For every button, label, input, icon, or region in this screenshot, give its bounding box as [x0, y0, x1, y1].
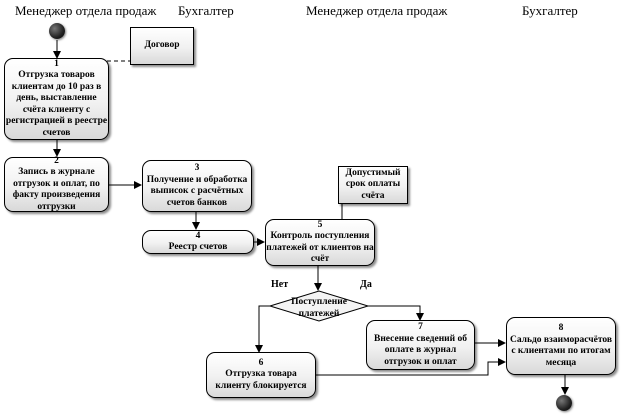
activity-1: 1 Отгрузка товаров клиентам до 10 раз в … — [4, 58, 109, 140]
start-node — [49, 23, 65, 39]
document-payment-deadline: Допустимый срок оплаты счёта — [338, 166, 408, 204]
decision-diamond — [268, 290, 370, 322]
decision-no-label: Нет — [271, 279, 289, 290]
activity-7: 7 Внесение сведений об оплате в журнал о… — [366, 320, 475, 370]
activity-8: 8 Сальдо взаиморасчётов с клиентами по и… — [506, 317, 616, 375]
arrow-decision-no-to-6 — [255, 305, 270, 353]
lane-header-accountant-2: Бухгалтер — [522, 3, 578, 18]
lane-header-accountant-1: Бухгалтер — [178, 3, 234, 18]
activity-5: 5 Контроль поступления платежей от клиен… — [265, 219, 375, 266]
line-deadline-to-5 — [336, 204, 343, 221]
lane-header-sales-manager-2: Менеджер отдела продаж — [306, 3, 448, 18]
activity-3: 3 Получение и обработка выписок с расчёт… — [142, 160, 252, 212]
lane-header-sales-manager-1: Менеджер отдела продаж — [15, 3, 157, 18]
activity-2: 2 Запись в журнале отгрузок и оплат, по … — [4, 156, 109, 212]
decision-text: Поступление платежей — [291, 297, 347, 319]
activity-6: 6 Отгрузка товара клиенту блокируется — [206, 352, 316, 398]
end-node — [556, 395, 572, 411]
arrow-6-to-8 — [316, 358, 506, 376]
document-contract: Договор — [130, 27, 194, 65]
arrow-decision-yes-to-7 — [368, 305, 424, 321]
activity-4: 4 Реестр счетов — [142, 230, 254, 254]
decision-yes-label: Да — [360, 279, 372, 290]
